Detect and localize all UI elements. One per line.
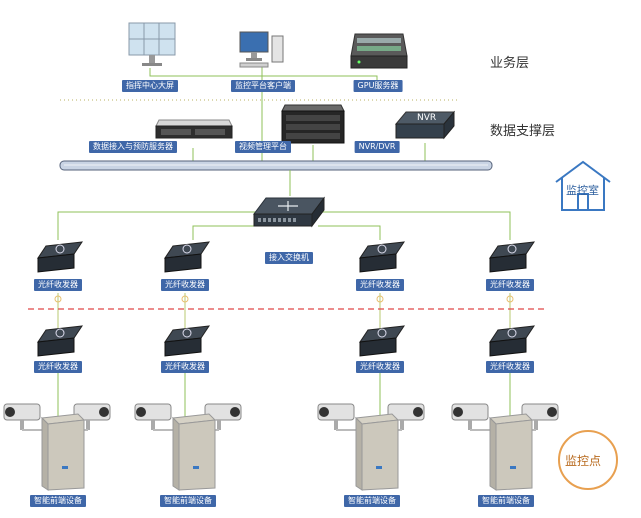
nvr-dvr-label: NVR/DVR — [354, 141, 400, 153]
optical-transceiver-top-2-label: 光纤收发器 — [161, 279, 209, 291]
gpu-server-label: GPU服务器 — [353, 80, 403, 92]
monitor-room-label: 监控室 — [566, 184, 599, 197]
client-workstation-icon — [239, 31, 284, 68]
optical-transceiver-icon — [358, 241, 406, 273]
camera-cabinet-icon — [451, 403, 559, 491]
video-wall-icon — [128, 22, 176, 66]
video-platform-icon — [281, 104, 345, 144]
access-switch-label: 接入交换机 — [265, 252, 313, 264]
data-support-layer-title: 数据支撑层 — [490, 124, 556, 139]
optical-transceiver-icon — [163, 325, 211, 357]
optical-transceiver-top-3-label: 光纤收发器 — [356, 279, 404, 291]
front-end-device-1-label: 智能前端设备 — [30, 495, 86, 507]
optical-transceiver-top-4-label: 光纤收发器 — [486, 279, 534, 291]
front-end-device-2-label: 智能前端设备 — [160, 495, 216, 507]
optical-transceiver-icon — [36, 325, 84, 357]
optical-transceiver-icon — [488, 241, 536, 273]
optical-transceiver-bottom-3-label: 光纤收发器 — [356, 361, 404, 373]
optical-transceiver-bottom-4-label: 光纤收发器 — [486, 361, 534, 373]
video-platform-label: 视频管理平台 — [235, 141, 291, 153]
house-icon — [555, 160, 611, 211]
platform-client-label: 监控平台客户端 — [231, 80, 295, 92]
nvr-device-icon — [394, 110, 456, 140]
gpu-server-icon — [350, 33, 408, 69]
front-end-device-3-label: 智能前端设备 — [344, 495, 400, 507]
monitor-point-label: 监控点 — [565, 454, 602, 468]
nvr-device-text: NVR — [417, 113, 437, 123]
camera-cabinet-icon — [3, 403, 111, 491]
command-center-screen-label: 指挥中心大屏 — [122, 80, 178, 92]
camera-cabinet-icon — [134, 403, 242, 491]
optical-transceiver-bottom-1-label: 光纤收发器 — [34, 361, 82, 373]
optical-transceiver-icon — [163, 241, 211, 273]
business-layer-title: 业务层 — [490, 56, 530, 71]
access-switch-icon — [253, 196, 325, 228]
optical-transceiver-top-1-label: 光纤收发器 — [34, 279, 82, 291]
camera-cabinet-icon — [317, 403, 425, 491]
monitor-point-circle-icon — [558, 430, 618, 490]
front-end-device-4-label: 智能前端设备 — [478, 495, 534, 507]
data-access-server-icon — [155, 119, 233, 139]
optical-transceiver-icon — [488, 325, 536, 357]
optical-transceiver-bottom-2-label: 光纤收发器 — [161, 361, 209, 373]
optical-transceiver-icon — [36, 241, 84, 273]
data-access-server-label: 数据接入与预防服务器 — [89, 141, 177, 153]
optical-transceiver-icon — [358, 325, 406, 357]
